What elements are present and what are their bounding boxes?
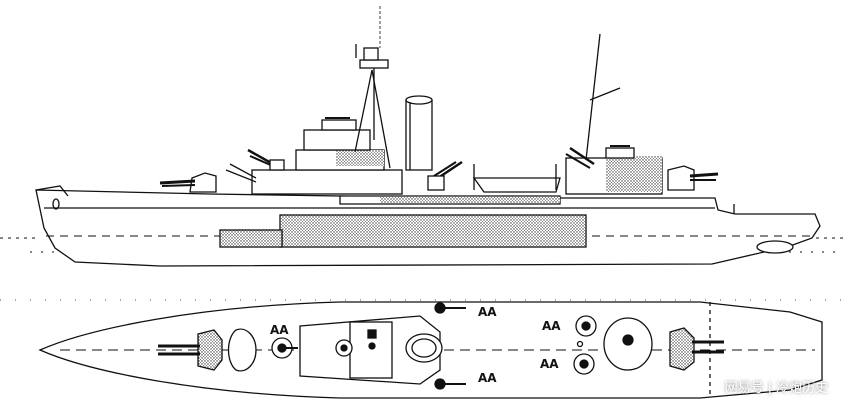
aa-gun-forward xyxy=(247,148,285,171)
aa-label-aft-lower: AA xyxy=(540,357,559,371)
side-elevation xyxy=(0,6,844,267)
aa-gun-aft xyxy=(565,146,595,169)
aa-label-starboard: AA xyxy=(478,371,497,385)
plan-aa-mount-starboard xyxy=(434,378,466,390)
plan-funnel xyxy=(405,333,443,363)
plan-aa-mount-forward xyxy=(271,337,298,359)
watermark-separator: | xyxy=(767,381,772,396)
watermark-author: 冷炮历史 xyxy=(775,381,828,396)
plan-forward-turret xyxy=(158,329,223,371)
plan-view: AA AA AA AA AA xyxy=(0,299,844,399)
armour-belt xyxy=(279,214,587,248)
aa-gun-waist xyxy=(225,163,257,183)
aft-main-gun xyxy=(667,165,719,191)
aa-label-forward: AA xyxy=(270,323,289,337)
aa-gun-amidships xyxy=(427,160,463,191)
mainmast xyxy=(585,33,621,161)
foremast xyxy=(354,6,391,169)
watermark: 网易号|冷炮历史 xyxy=(725,377,828,396)
forward-main-gun xyxy=(159,172,217,193)
plan-aa-mount-aft-upper xyxy=(575,315,597,337)
forward-superstructure xyxy=(251,169,403,195)
hawse-pipe xyxy=(52,198,60,210)
watermark-source: 网易号 xyxy=(724,381,764,396)
aa-label-port: AA xyxy=(478,305,497,319)
plan-aa-mount-port xyxy=(434,302,466,314)
stern-bulge xyxy=(756,240,794,254)
plan-aft-turret xyxy=(669,327,724,371)
funnel xyxy=(405,95,433,171)
plan-aa-mount-aft-lower xyxy=(573,353,595,375)
aa-label-aft-upper: AA xyxy=(542,319,561,333)
ships-boat xyxy=(472,177,561,193)
